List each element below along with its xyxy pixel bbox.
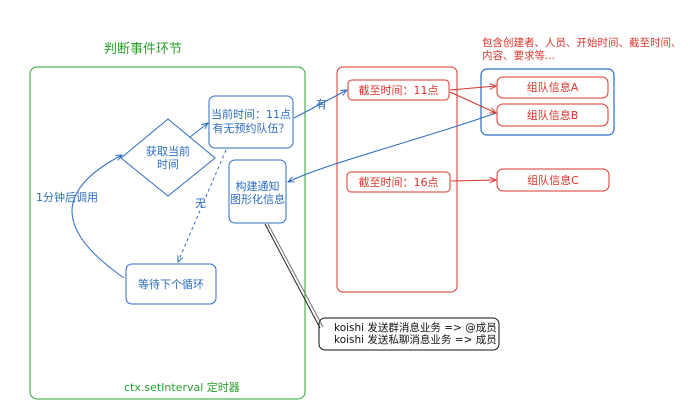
edge-build-to-koishi-b — [267, 223, 324, 328]
get-time-label: 获取当前 时间 — [140, 145, 196, 171]
edge-label-yes: 有 — [316, 98, 327, 111]
check-team-line-2: 有无预约队伍？ — [212, 122, 290, 135]
build-notice-line-1: 构建通知 — [235, 180, 280, 193]
team-note-line-1: 包含创建者、人员、开始时间、截至时间、 — [482, 37, 682, 49]
check-team-box — [208, 95, 294, 149]
check-team-label: 当前时间：11点 有无预约队伍？ — [210, 108, 292, 136]
team-c-box — [496, 168, 610, 192]
koishi-label: koishi 发送群消息业务 => @成员 koishi 发送私聊消息业务 =>… — [334, 322, 497, 346]
deadline-11-label: 截至时间：11点 — [358, 84, 439, 97]
edge-deadline11-to-b — [449, 91, 496, 113]
edge-deadline16-to-c — [450, 180, 496, 181]
team-note: 包含创建者、人员、开始时间、截至时间、 内容、要求等... — [482, 37, 682, 63]
build-notice-label: 构建通知 图形化信息 — [230, 180, 285, 206]
team-b-box — [496, 103, 609, 127]
edge-label-after-1min: 1分钟后调用 — [36, 191, 98, 204]
deadline-16-label: 截至时间：16点 — [358, 176, 439, 189]
build-notice-box — [228, 159, 287, 224]
timer-container — [29, 66, 306, 400]
team-group-container — [480, 68, 615, 136]
diagram-title: 判断事件环节 — [104, 42, 183, 57]
koishi-box — [318, 317, 500, 351]
get-time-diamond — [120, 118, 216, 197]
build-notice-line-2: 图形化信息 — [230, 193, 285, 206]
edge-loop-to-get-time — [71, 155, 125, 279]
wait-next-box — [125, 263, 217, 305]
team-a-label: 组队信息A — [526, 81, 579, 94]
edge-get-time-to-check — [189, 123, 208, 138]
deadline-16-box — [346, 171, 451, 193]
koishi-line-1: koishi 发送群消息业务 => @成员 — [334, 322, 497, 334]
get-time-line-1: 获取当前 — [146, 145, 190, 158]
team-b-label: 组队信息B — [526, 109, 579, 122]
team-note-line-2: 内容、要求等... — [482, 50, 556, 62]
deadline-column — [336, 66, 458, 293]
edge-check-yes — [293, 90, 347, 119]
edge-build-to-koishi-a — [264, 223, 321, 329]
team-c-label: 组队信息C — [527, 174, 579, 187]
edge-deadline11-to-a — [449, 86, 496, 91]
edge-check-no — [178, 149, 227, 262]
get-time-line-2: 时间 — [157, 158, 179, 171]
edge-team-b-to-build — [288, 112, 497, 182]
timer-label: ctx.setInterval 定时器 — [124, 381, 240, 394]
wait-next-label: 等待下个循环 — [138, 278, 204, 291]
koishi-line-2: koishi 发送私聊消息业务 => 成员 — [334, 334, 497, 346]
check-team-line-1: 当前时间：11点 — [211, 108, 291, 121]
edge-label-no: 无 — [195, 197, 206, 210]
